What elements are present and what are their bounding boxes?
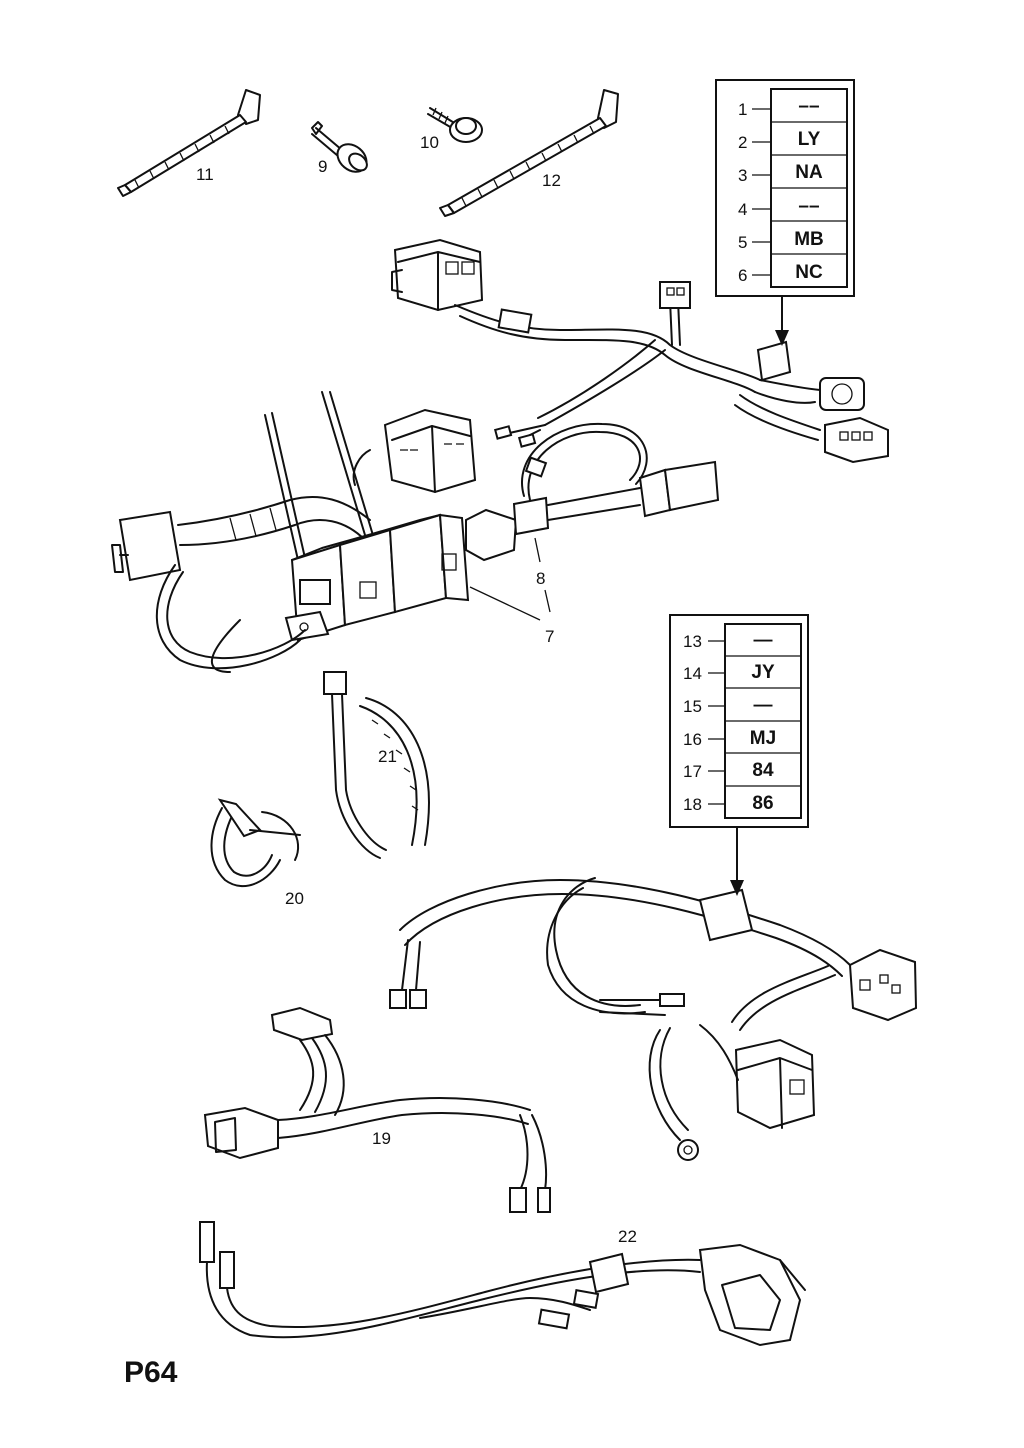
label-part-19: 19 [372,1129,391,1148]
code-table-1-code-2: LY [798,129,821,150]
label-part-11: 11 [196,165,214,184]
upper-harness [391,238,889,464]
code-table-1-num-3: 3 [738,166,747,185]
switch-harness [111,391,720,673]
lower-harness [389,877,918,1161]
arrow-icon [775,330,789,346]
label-part-21: 21 [378,747,397,766]
part-9-bolt [311,121,368,173]
code-table-2-num-15: 15 [683,697,702,716]
code-table-1-code-4: –– [798,196,819,217]
code-table-2-code-13: — [754,630,773,651]
code-table-1-code-5: MB [794,229,824,250]
part-11-cable-tie [117,89,261,197]
code-table-1-num-6: 6 [738,266,747,285]
code-table-2-code-14: JY [751,662,775,683]
arrow-icon [730,880,744,896]
label-part-20: 20 [285,889,304,908]
code-table-1-num-4: 4 [738,200,747,219]
code-table-2-num-17: 17 [683,762,702,781]
label-part-22: 22 [618,1227,637,1246]
part-12-cable-tie [439,89,619,217]
part-22-harness [199,1221,806,1347]
label-part-8: 8 [536,569,545,588]
page-code: P64 [124,1356,178,1389]
label-part-7: 7 [545,627,554,646]
part-19-harness [203,1006,551,1213]
part-20-clip [210,798,301,887]
label-part-10: 10 [420,133,439,152]
code-table-1-num-1: 1 [738,100,747,119]
part-10-screw [427,107,483,143]
label-part-9: 9 [318,157,327,176]
code-table-2-code-16: MJ [750,728,776,749]
code-table-1-num-2: 2 [738,133,747,152]
code-table-2-num-13: 13 [683,632,702,651]
code-table-2-num-16: 16 [683,730,702,749]
code-table-1-num-5: 5 [738,233,747,252]
code-table-1-code-1: –– [798,96,819,117]
code-table-2-num-14: 14 [683,664,702,683]
code-table-2-code-17: 84 [752,760,774,781]
code-table-1-code-3: NA [795,162,823,183]
code-table-2: 13 14 15 16 17 18 — JY — MJ 84 86 [669,614,809,896]
code-table-1-code-6: NC [795,262,823,283]
label-part-12: 12 [542,171,561,190]
code-table-2-num-18: 18 [683,795,702,814]
code-table-1: 1 2 3 4 5 6 –– LY NA –– MB NC [715,79,855,346]
part-21-cable-tie [323,671,430,859]
code-table-2-code-15: — [754,695,773,716]
code-table-2-code-18: 86 [752,793,773,814]
